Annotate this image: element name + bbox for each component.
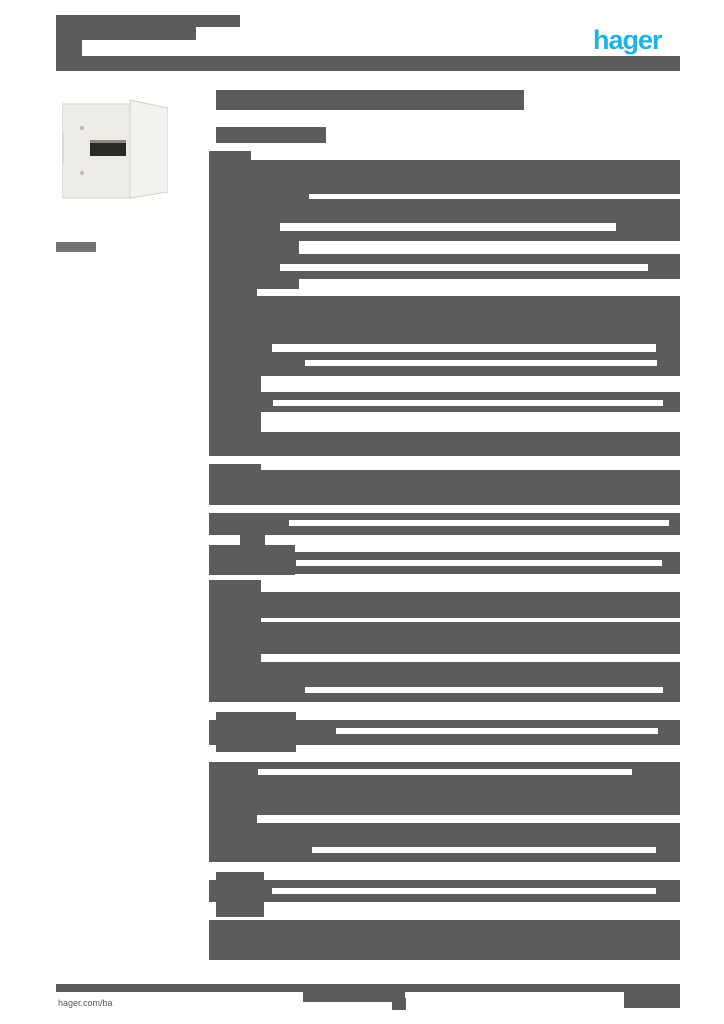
spec-block-10-body (209, 592, 680, 618)
gap (305, 360, 657, 366)
gap (258, 769, 632, 775)
gap (312, 847, 656, 853)
spec-block-8-label (240, 535, 265, 545)
product-subheading (216, 127, 326, 143)
gap (273, 400, 663, 406)
product-heading (216, 90, 524, 110)
header-title-line2 (56, 27, 196, 40)
footer-center-text (303, 984, 405, 1002)
spec-block-2-body (209, 199, 680, 241)
header-subtitle (56, 40, 82, 56)
gap (289, 520, 669, 526)
gap (257, 815, 680, 823)
spec-block-6-body (209, 432, 680, 456)
reference-label (56, 242, 96, 252)
gap (272, 344, 656, 352)
gap (336, 728, 658, 734)
header-rule (56, 56, 680, 71)
footer-website-link[interactable]: hager.com/ba (56, 992, 168, 1015)
spec-block-12-body (209, 662, 680, 702)
gap (256, 505, 626, 513)
footer-page-number (624, 984, 680, 1008)
gap (305, 687, 663, 693)
spec-block-17-body (209, 920, 680, 960)
spec-block-11-body (209, 622, 680, 654)
gap (296, 560, 662, 566)
hager-logo: hager (593, 25, 663, 55)
gap (272, 888, 656, 894)
footer-center-text-2 (392, 998, 406, 1010)
enclosure-image (56, 98, 169, 200)
header-title-line1 (56, 15, 240, 27)
spec-block-1-body (209, 160, 680, 194)
gap (280, 223, 616, 231)
spec-block-7-body (209, 470, 680, 505)
gap (280, 264, 648, 271)
